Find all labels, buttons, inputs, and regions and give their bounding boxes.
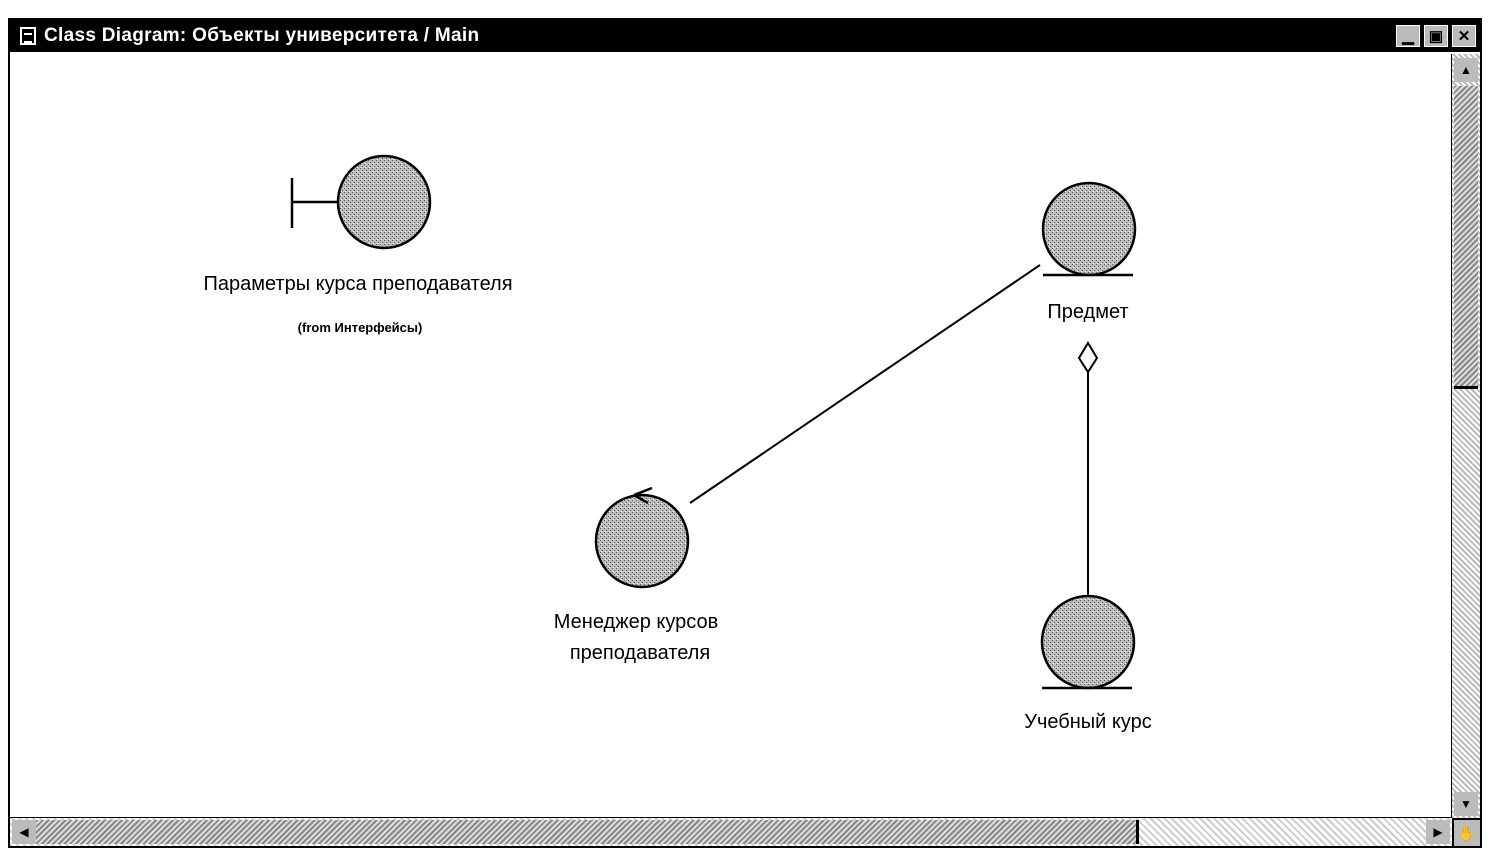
aggregation-relationship[interactable]: [1077, 341, 1099, 597]
horizontal-scrollbar[interactable]: ◀ ▶: [10, 817, 1452, 846]
window-title: Class Diagram: Объекты университета / Ma…: [44, 25, 480, 46]
aggregation-diamond-icon: [1077, 341, 1099, 374]
control-name-line2: преподавателя: [570, 642, 710, 664]
entity-subject-name: Предмет: [1047, 301, 1128, 323]
scroll-left-button[interactable]: ◀: [12, 820, 36, 844]
entity-course-name: Учебный курс: [1024, 711, 1152, 733]
boundary-class-parameters[interactable]: Параметры курса преподавателя (from Инте…: [203, 154, 513, 335]
diagram-icon: [20, 27, 36, 45]
horizontal-scroll-thumb[interactable]: [36, 820, 1139, 844]
scroll-up-button[interactable]: ▲: [1454, 58, 1478, 82]
vertical-scrollbar[interactable]: ▲ ▼: [1451, 54, 1480, 818]
hand-icon[interactable]: ✋: [1452, 818, 1480, 846]
boundary-class-package: (from Интерфейсы): [298, 320, 423, 335]
association-line[interactable]: [689, 264, 1041, 504]
close-button[interactable]: ✕: [1452, 25, 1476, 47]
control-arrow-icon: [633, 486, 653, 505]
maximize-button[interactable]: ▣: [1424, 25, 1448, 47]
control-class-course-manager[interactable]: Менеджер курсов преподавателя: [554, 486, 718, 664]
vertical-scroll-thumb[interactable]: [1454, 86, 1478, 389]
control-name-line1: Менеджер курсов: [554, 611, 718, 633]
boundary-class-name: Параметры курса преподавателя: [203, 273, 512, 295]
scroll-right-button[interactable]: ▶: [1426, 820, 1450, 844]
entity-class-course[interactable]: Учебный курс: [1024, 594, 1152, 733]
entity-class-subject[interactable]: Предмет: [1041, 181, 1137, 323]
title-bar[interactable]: Class Diagram: Объекты университета / Ma…: [10, 20, 1480, 52]
scroll-down-button[interactable]: ▼: [1454, 792, 1478, 816]
diagram-window: Class Diagram: Объекты университета / Ma…: [8, 18, 1482, 848]
minimize-button[interactable]: ▁: [1396, 25, 1420, 47]
